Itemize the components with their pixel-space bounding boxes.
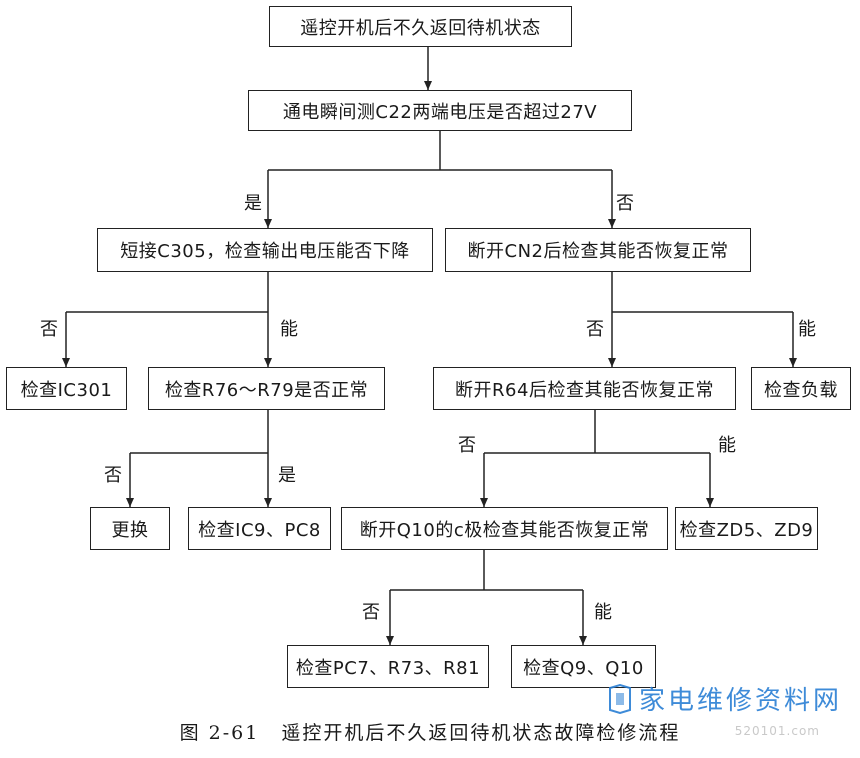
watermark-text: 家电维修资料网 [638, 686, 842, 716]
figure-number: 图 2-61 [179, 722, 260, 744]
edge-label-no: 否 [616, 193, 634, 214]
edge-label-can: 能 [594, 602, 612, 623]
edge-label-no: 否 [40, 319, 58, 340]
node-disconnect-cn2: 断开CN2后检查其能否恢复正常 [445, 228, 751, 272]
node-check-pc7-r73-r81: 检查PC7、R73、R81 [287, 645, 489, 688]
node-check-zd5-zd9: 检查ZD5、ZD9 [675, 507, 818, 550]
figure-title: 遥控开机后不久返回待机状态故障检修流程 [281, 722, 681, 744]
figure-caption: 图 2-61 遥控开机后不久返回待机状态故障检修流程 [0, 718, 860, 745]
watermark-logo-icon [608, 683, 631, 714]
node-replace: 更换 [90, 507, 170, 550]
edge-label-no: 否 [104, 465, 122, 486]
edge-label-yes: 是 [244, 193, 262, 214]
watermark: 家电维修资料网 [607, 680, 842, 717]
node-check-r76-r79: 检查R76～R79是否正常 [148, 367, 385, 410]
node-check-load: 检查负载 [751, 367, 851, 410]
edge-label-no: 否 [458, 435, 476, 456]
edge-label-yes: 是 [278, 465, 296, 486]
edge-label-can: 能 [280, 319, 298, 340]
edge-label-no: 否 [586, 319, 604, 340]
node-measure-c22: 通电瞬间测C22两端电压是否超过27V [248, 90, 632, 131]
edge-label-can: 能 [718, 435, 736, 456]
edge-label-no: 否 [362, 602, 380, 623]
node-start: 遥控开机后不久返回待机状态 [269, 6, 572, 47]
node-check-ic9-pc8: 检查IC9、PC8 [188, 507, 331, 550]
node-short-c305: 短接C305，检查输出电压能否下降 [97, 228, 433, 272]
node-check-q9-q10: 检查Q9、Q10 [511, 645, 656, 688]
edge-label-can: 能 [798, 319, 816, 340]
node-check-ic301: 检查IC301 [6, 367, 127, 410]
node-disconnect-q10: 断开Q10的c极检查其能否恢复正常 [341, 507, 668, 550]
watermark-url: 520101.com [734, 724, 820, 738]
node-disconnect-r64: 断开R64后检查其能否恢复正常 [433, 367, 736, 410]
